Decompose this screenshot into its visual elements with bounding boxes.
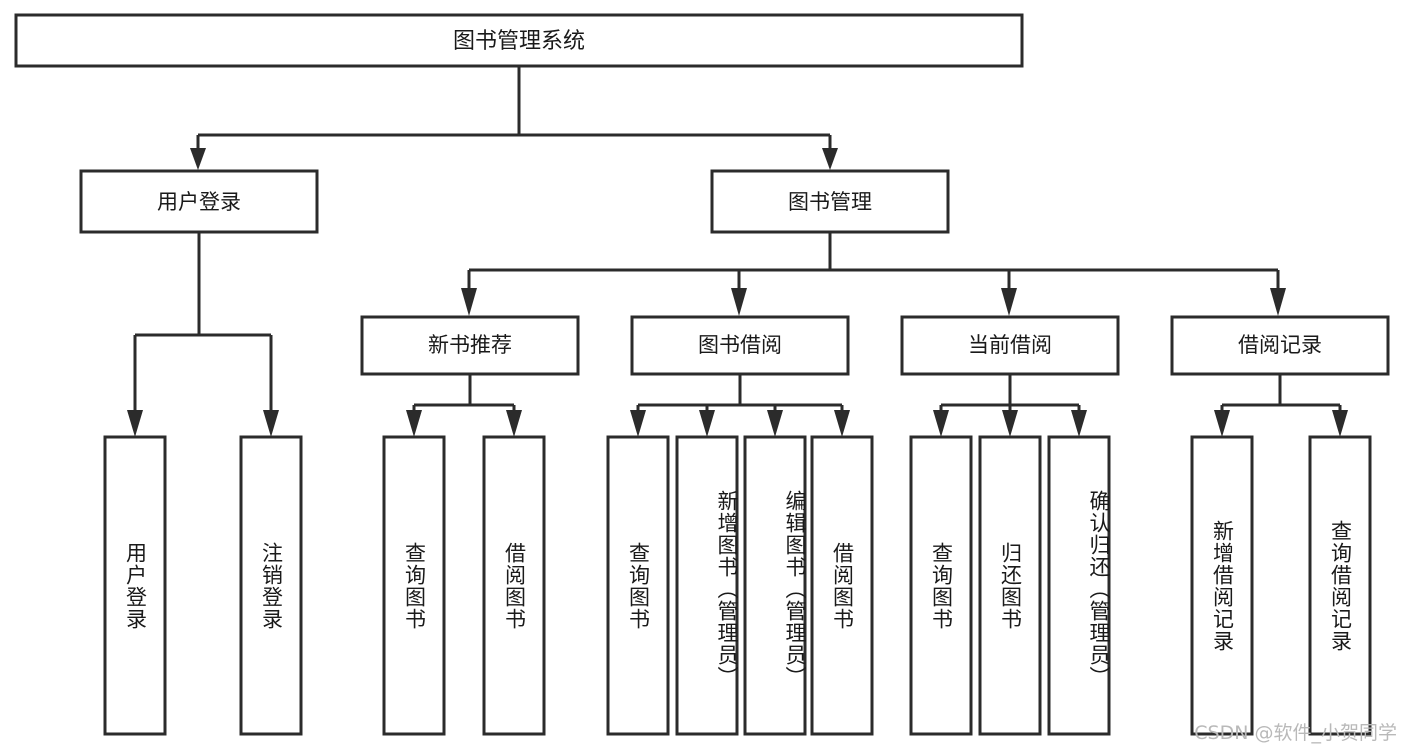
arrow-leaf-add-book [699, 410, 715, 437]
leaf-box-query-book-1[interactable] [382, 435, 446, 736]
leaf-box-confirm-return[interactable] [1047, 435, 1111, 736]
node-book-manage[interactable]: 图书管理 [710, 169, 950, 234]
borrow-record-label: 借阅记录 [1238, 333, 1322, 357]
arrow-new-book-recommend [461, 288, 477, 316]
arrow-leaf-query-book-2 [630, 410, 646, 437]
arrow-leaf-add-record [1214, 410, 1230, 437]
node-user-login[interactable]: 用户登录 [79, 169, 319, 234]
leaf-box-borrow-book-2[interactable] [810, 435, 874, 736]
arrow-leaf-logout [263, 410, 279, 437]
user-login-label: 用户登录 [157, 190, 241, 214]
leaf-box-logout[interactable] [239, 435, 303, 736]
root-label: 图书管理系统 [453, 29, 585, 54]
node-current-borrow[interactable]: 当前借阅 [900, 315, 1120, 376]
node-root[interactable]: 图书管理系统 [14, 13, 1024, 68]
current-borrow-label: 当前借阅 [968, 333, 1052, 357]
root-box[interactable] [14, 13, 1024, 68]
arrow-leaf-query-record [1332, 410, 1348, 437]
node-book-borrow[interactable]: 图书借阅 [630, 315, 850, 376]
arrow-book-manage [822, 148, 838, 170]
arrow-leaf-borrow-book-1 [506, 410, 522, 437]
arrow-leaf-borrow-book-2 [834, 410, 850, 437]
borrow-record-box[interactable] [1170, 315, 1390, 376]
leaf-box-return-book[interactable] [978, 435, 1042, 736]
book-manage-label: 图书管理 [788, 190, 872, 214]
current-borrow-box[interactable] [900, 315, 1120, 376]
arrow-leaf-confirm-return [1071, 410, 1087, 437]
arrow-leaf-return-book [1002, 410, 1018, 437]
node-new-book-recommend[interactable]: 新书推荐 [360, 315, 580, 376]
arrow-leaf-user-login [127, 410, 143, 437]
node-borrow-record[interactable]: 借阅记录 [1170, 315, 1390, 376]
leaf-box-query-record[interactable] [1308, 435, 1372, 736]
book-manage-box[interactable] [710, 169, 950, 234]
new-book-recommend-box[interactable] [360, 315, 580, 376]
book-borrow-box[interactable] [630, 315, 850, 376]
arrow-book-borrow [731, 288, 747, 316]
leaf-box-edit-book[interactable] [743, 435, 807, 736]
leaf-box-user-login[interactable] [103, 435, 167, 736]
arrow-leaf-edit-book [767, 410, 783, 437]
new-book-recommend-label: 新书推荐 [428, 333, 512, 357]
arrow-user-login [190, 148, 206, 170]
leaf-box-borrow-book-1[interactable] [482, 435, 546, 736]
leaf-box-add-record[interactable] [1190, 435, 1254, 736]
book-borrow-label: 图书借阅 [698, 333, 782, 357]
arrow-leaf-query-book-3 [933, 410, 949, 437]
leaf-box-query-book-2[interactable] [606, 435, 670, 736]
watermark-text: CSDN @软件_小贺同学 [1194, 722, 1397, 744]
arrow-leaf-query-book-1 [406, 410, 422, 437]
leaf-box-query-book-3[interactable] [909, 435, 973, 736]
arrow-current-borrow [1001, 288, 1017, 316]
leaf-box-add-book[interactable] [675, 435, 739, 736]
arrow-borrow-record [1270, 288, 1286, 316]
